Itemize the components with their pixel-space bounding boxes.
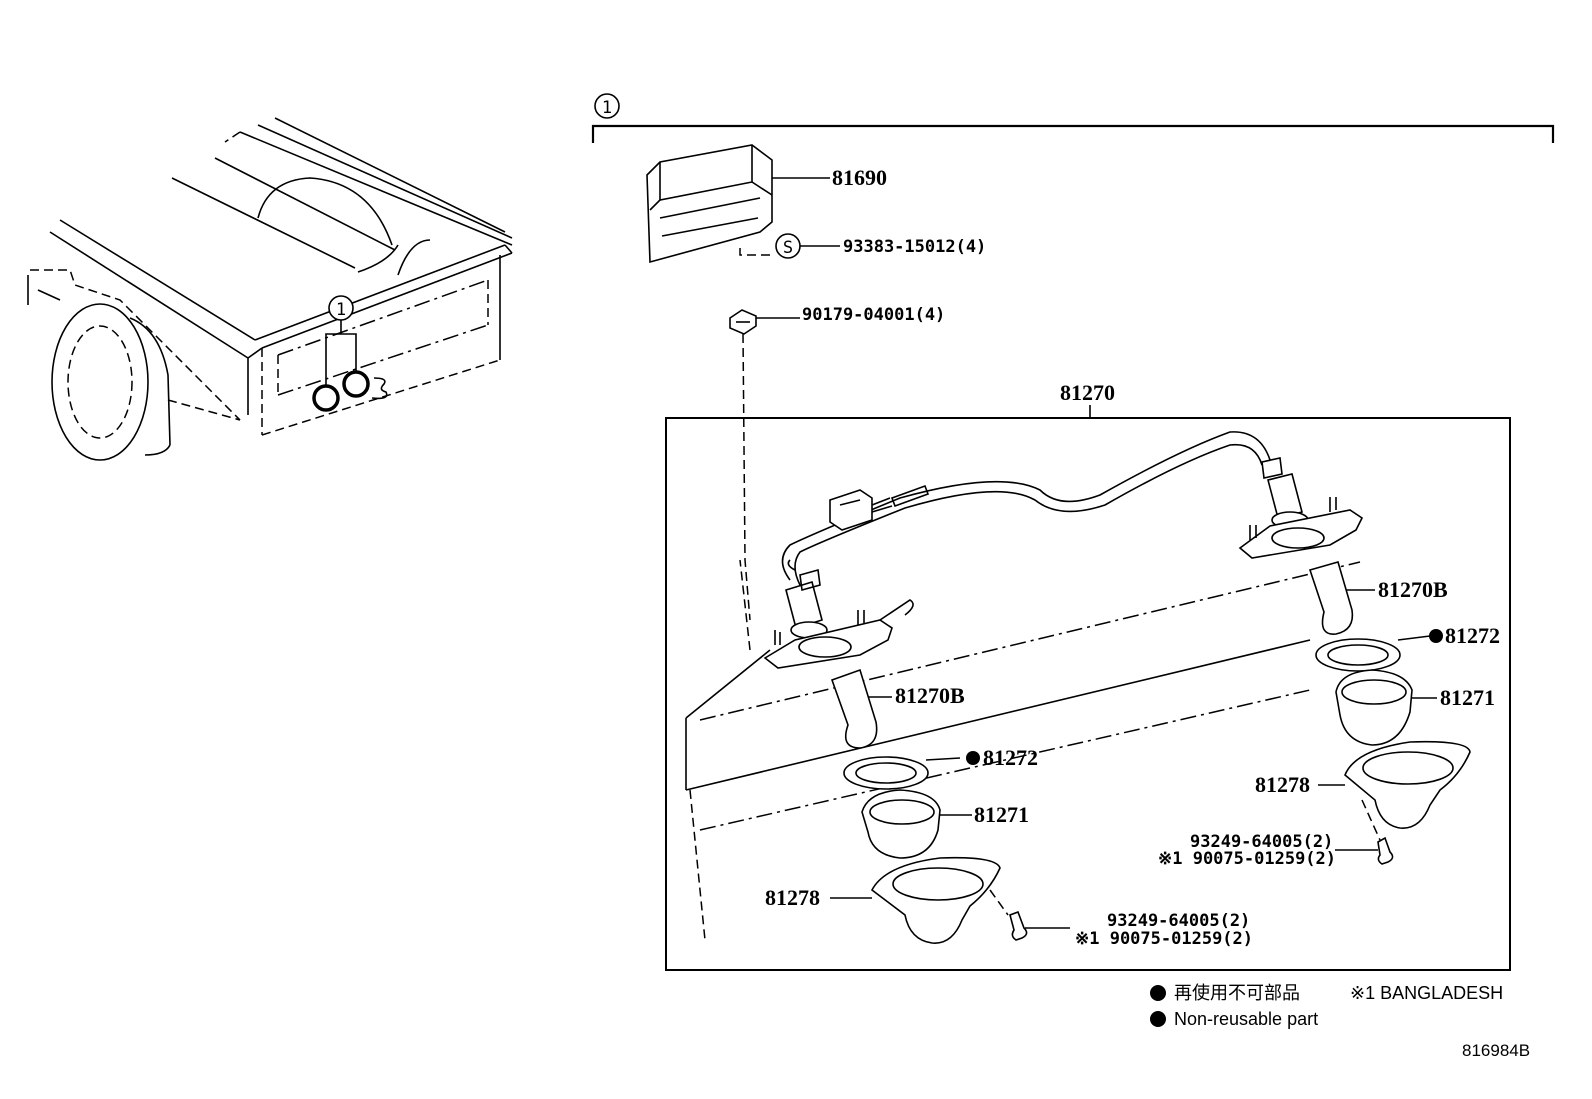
label-90075-01259-left: ※1 90075-01259(2) bbox=[1075, 929, 1253, 949]
bullet-icon bbox=[1150, 1011, 1166, 1027]
label-81278-right: 81278 bbox=[1255, 772, 1310, 797]
group-callout-label: 1 bbox=[602, 98, 612, 118]
cover-part bbox=[646, 144, 830, 264]
label-81270B-right: 81270B bbox=[1378, 577, 1448, 602]
label-90075-01259-right: ※1 90075-01259(2) bbox=[1158, 849, 1336, 869]
gasket-left bbox=[843, 751, 980, 790]
legend-non-reusable-en: Non-reusable part bbox=[1174, 1009, 1318, 1029]
legend: 再使用不可部品 ※1 BANGLADESH Non-reusable part bbox=[1150, 983, 1503, 1029]
housing-right bbox=[1318, 740, 1471, 841]
screw-left bbox=[1009, 910, 1070, 941]
vehicle-callout-label: 1 bbox=[336, 300, 346, 320]
label-81278-left: 81278 bbox=[765, 885, 820, 910]
socket-left bbox=[763, 568, 893, 669]
label-93249-64005-right: 93249-64005(2) bbox=[1190, 832, 1333, 852]
label-81271-right: 81271 bbox=[1440, 685, 1495, 710]
socket-right bbox=[1238, 457, 1364, 559]
group-bracket: 1 bbox=[591, 93, 1555, 143]
lamp-location-right bbox=[342, 370, 370, 398]
label-93249-64005-left: 93249-64005(2) bbox=[1107, 911, 1250, 931]
figure-code: 816984B bbox=[1462, 1041, 1530, 1060]
label-81271-left: 81271 bbox=[974, 802, 1029, 827]
screw-right bbox=[1335, 836, 1394, 865]
label-81272-right: 81272 bbox=[1445, 623, 1500, 648]
legend-note-1: ※1 BANGLADESH bbox=[1350, 983, 1503, 1003]
lamp-location-left bbox=[312, 384, 340, 412]
lamp-assy-box bbox=[665, 417, 1511, 971]
label-81270B-left: 81270B bbox=[895, 683, 965, 708]
label-81272-left: 81272 bbox=[983, 745, 1038, 770]
label-90179-04001: 90179-04001(4) bbox=[802, 305, 945, 325]
wire-harness bbox=[781, 431, 1271, 586]
gasket-right bbox=[1315, 629, 1443, 672]
nut-part bbox=[729, 309, 800, 621]
lens-left bbox=[861, 789, 972, 859]
tailgate-outline bbox=[685, 559, 1361, 941]
label-81690: 81690 bbox=[832, 165, 887, 190]
bullet-icon bbox=[1150, 985, 1166, 1001]
housing-left bbox=[830, 856, 1009, 944]
bulb-right bbox=[1308, 561, 1375, 635]
vehicle-overview: 1 bbox=[27, 117, 513, 461]
legend-non-reusable-jp: 再使用不可部品 bbox=[1174, 983, 1300, 1003]
bulb-left bbox=[830, 668, 892, 749]
svg-text:S: S bbox=[783, 238, 793, 258]
label-81270: 81270 bbox=[1060, 380, 1115, 405]
label-93383-15012: 93383-15012(4) bbox=[843, 237, 986, 257]
screw-s-symbol: S bbox=[739, 233, 840, 259]
lens-right bbox=[1335, 669, 1437, 746]
vehicle-callout-circle bbox=[328, 295, 354, 321]
